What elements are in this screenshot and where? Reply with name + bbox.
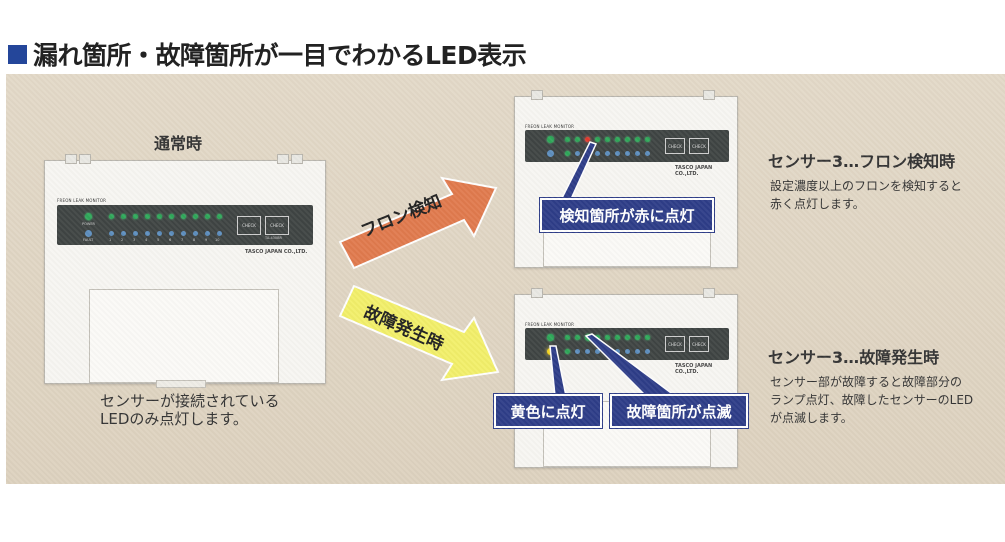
- power-led-icon: [85, 213, 92, 220]
- fault-desc-line2: ランプ点灯、故障したセンサーのLED: [770, 393, 974, 407]
- check-button-2: CHECK: [265, 216, 289, 235]
- fault-title: センサー3…故障発生時: [768, 348, 940, 367]
- fault-arrow-icon: [338, 284, 500, 382]
- fault-led-icon: [85, 230, 92, 237]
- fault-desc-line1: センサー部が故障すると故障部分の: [770, 375, 963, 389]
- normal-caption-line1: センサーが接続されている: [100, 392, 280, 410]
- check-button-1: CHECK: [237, 216, 261, 235]
- illustration-panel: 通常時 FREON LEAK MONITOR POWER FAULT 1 2 3…: [6, 74, 1005, 484]
- led-panel-detect: CHECK CHECK: [525, 130, 729, 162]
- fault-desc-line3: が点滅します。: [770, 411, 853, 425]
- detect-callout: 検知箇所が赤に点灯: [540, 198, 714, 232]
- normal-caption-line2: LEDのみ点灯します。: [100, 410, 248, 428]
- red-alarm-led-icon: [585, 137, 590, 142]
- normal-title: 通常時: [154, 134, 203, 153]
- monitor-device-fault: FREON LEAK MONITOR CHECK CHECK TASCO JAP…: [514, 288, 738, 468]
- yellow-callout: 黄色に点灯: [494, 394, 602, 428]
- detect-arrow-icon: [338, 176, 498, 270]
- heading-square-icon: [8, 44, 27, 64]
- heading-text: 漏れ箇所・故障箇所が一目でわかるLED表示: [33, 41, 527, 70]
- monitor-device-normal: FREON LEAK MONITOR POWER FAULT 1 2 3 4 5…: [44, 154, 326, 384]
- device-brand: FREON LEAK MONITOR: [57, 198, 107, 203]
- detect-title: センサー3…フロン検知時: [768, 152, 956, 171]
- detect-desc-line1: 設定濃度以上のフロンを検知すると: [770, 179, 963, 193]
- monitor-device-detect: FREON LEAK MONITOR CHECK CHECK TASCO JAP…: [514, 90, 738, 268]
- section-heading: 漏れ箇所・故障箇所が一目でわかるLED表示: [8, 36, 527, 72]
- detect-desc-line2: 赤く点灯します。: [770, 197, 865, 211]
- device-cover: [89, 289, 279, 383]
- led-panel: POWER FAULT 1 2 3 4 5 6 7 8 9 10 CHECK C…: [57, 205, 313, 245]
- blink-callout: 故障箇所が点滅: [610, 394, 748, 428]
- device-maker: TASCO JAPAN CO.,LTD.: [245, 249, 308, 255]
